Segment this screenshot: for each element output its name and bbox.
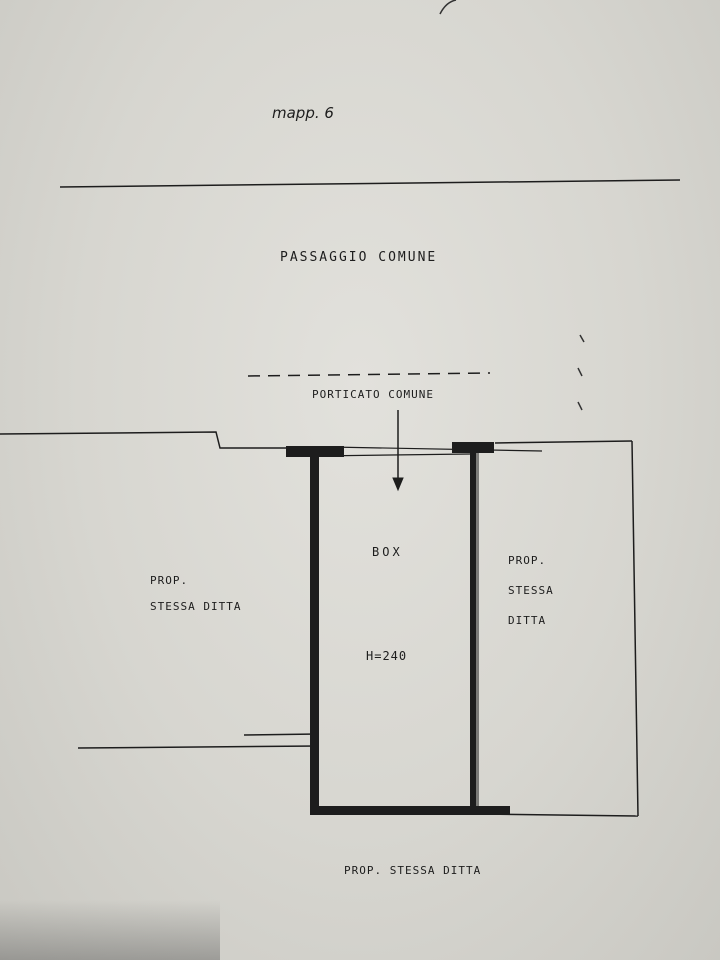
door-line-top bbox=[329, 446, 543, 452]
height-label: H=240 bbox=[366, 649, 408, 663]
right-property-line1: PROP. bbox=[508, 554, 547, 567]
left-property-line2: STESSA DITTA bbox=[150, 600, 242, 613]
box-bottom-wall bbox=[316, 806, 510, 815]
bottom-property-label: PROP. STESSA DITTA bbox=[344, 864, 482, 877]
left-lower-line bbox=[77, 745, 319, 749]
photo-shadow bbox=[0, 900, 220, 960]
right-property-label: PROP. STESSA DITTA bbox=[508, 546, 554, 636]
box-right-wall bbox=[470, 448, 476, 813]
box-label: BOX bbox=[372, 545, 403, 559]
map-reference-label: mapp. 6 bbox=[272, 104, 334, 122]
box-left-pillar bbox=[286, 446, 344, 457]
right-property-line3: DITTA bbox=[508, 614, 547, 627]
right-building-top bbox=[494, 440, 633, 444]
left-building-outline bbox=[0, 431, 316, 449]
box-inner-right-wall bbox=[476, 448, 479, 813]
margin-mark bbox=[577, 367, 583, 377]
right-building-side bbox=[631, 440, 639, 817]
left-property-label: PROP. STESSA DITTA bbox=[150, 568, 241, 620]
left-property-line1: PROP. bbox=[150, 574, 189, 587]
common-portico-label: PORTICATO COMUNE bbox=[312, 388, 434, 401]
right-property-line2: STESSA bbox=[508, 584, 554, 597]
margin-mark bbox=[579, 334, 585, 343]
common-passage-label: PASSAGGIO COMUNE bbox=[280, 250, 438, 265]
partial-arc bbox=[439, 0, 457, 15]
access-arrow-head bbox=[392, 477, 404, 492]
box-left-wall bbox=[310, 450, 319, 815]
box-right-pillar bbox=[452, 442, 494, 453]
top-boundary-line bbox=[59, 179, 681, 188]
margin-mark bbox=[577, 401, 583, 411]
left-lower-short-line bbox=[243, 733, 319, 736]
portico-dashed-line bbox=[247, 372, 491, 377]
